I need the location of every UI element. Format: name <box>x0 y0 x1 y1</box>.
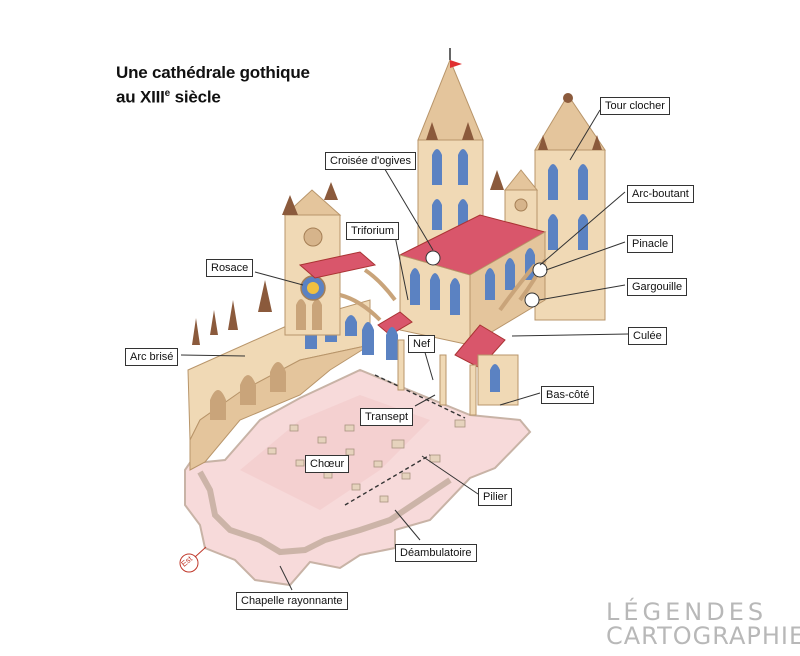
label-rosace: Rosace <box>206 259 254 277</box>
title-century-suffix: e <box>164 88 171 99</box>
label-arc-boutant: Arc-boutant <box>627 185 694 203</box>
label-triforium: Triforium <box>346 222 399 240</box>
title-line-1: Une cathédrale gothique <box>116 63 310 82</box>
label-tour-clocher: Tour clocher <box>600 97 670 115</box>
leader-lines <box>180 109 629 591</box>
logo-line-2: CARTOGRAPHIE <box>606 622 800 650</box>
axis-lines <box>344 374 466 506</box>
label-culee: Culée <box>628 327 667 345</box>
publisher-logo: LÉGENDES CARTOGRAPHIE <box>606 600 800 648</box>
left-spires <box>192 280 272 345</box>
label-bas-cote: Bas-côté <box>541 386 595 404</box>
logo-line-1: LÉGENDES <box>606 598 768 626</box>
label-croisee-ogives: Croisée d'ogives <box>325 152 416 170</box>
aisle-roofs <box>362 311 519 406</box>
label-chapelle-rayonnante: Chapelle rayonnante <box>236 592 348 610</box>
title-line-2: au XIIIe siècle <box>116 83 310 108</box>
page-title: Une cathédrale gothique au XIIIe siècle <box>116 62 310 108</box>
nave-arches <box>397 339 477 416</box>
label-arc-brise: Arc brisé <box>125 348 179 366</box>
title-century: au XIII <box>116 87 165 107</box>
label-transept: Transept <box>360 408 414 426</box>
bell-tower <box>534 93 606 321</box>
floor-pillars <box>267 419 466 503</box>
label-deambulatoire: Déambulatoire <box>395 544 477 562</box>
label-gargouille: Gargouille <box>627 278 688 296</box>
facade-tower-left <box>282 182 377 336</box>
title-century-word: siècle <box>170 87 221 107</box>
label-nef: Nef <box>408 335 436 353</box>
label-pilier: Pilier <box>478 488 513 506</box>
compass-icon <box>179 546 207 573</box>
label-pinacle: Pinacle <box>627 235 674 253</box>
label-choeur: Chœur <box>305 455 350 473</box>
detail-circles <box>425 250 548 308</box>
